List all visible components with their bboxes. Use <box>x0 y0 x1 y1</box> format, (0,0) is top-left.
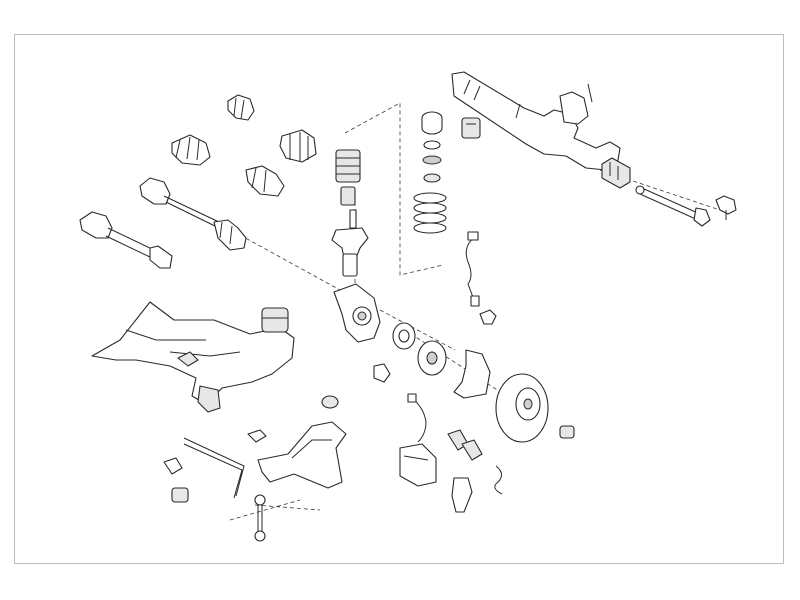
cv-boot-inner <box>171 134 211 166</box>
subframe-mount <box>261 307 289 333</box>
stabilizer-bushing <box>163 457 189 503</box>
brake-disc <box>495 373 549 443</box>
sway-bar-link <box>254 494 266 542</box>
wheel-bearing <box>392 322 416 350</box>
cv-boot-outer <box>279 129 317 163</box>
spring-seat <box>423 173 441 183</box>
strut-bearing <box>422 140 442 165</box>
coil-spring <box>413 192 447 234</box>
diagram-frame <box>14 34 784 564</box>
pad-wear-spring <box>494 465 503 495</box>
strut-top-mount <box>421 111 443 135</box>
cv-joint-boot-small <box>227 94 255 121</box>
sway-bar-bushing <box>461 117 481 139</box>
caliper-bracket <box>451 477 473 513</box>
shock-absorber <box>331 209 369 277</box>
strut-dust-cover <box>335 149 361 183</box>
drive-shaft-right <box>139 177 247 251</box>
stabilizer-clamp <box>247 429 267 443</box>
brake-hose <box>407 393 427 443</box>
tie-rod-inner <box>601 157 631 189</box>
steering-knuckle <box>333 283 381 343</box>
control-arm <box>257 421 347 489</box>
tie-rod-end <box>715 195 737 220</box>
steering-rack <box>451 71 621 171</box>
control-arm-bushing <box>321 395 339 409</box>
subframe <box>91 301 295 413</box>
wheel-hub <box>417 340 447 376</box>
bump-stop <box>340 186 356 206</box>
drive-shaft-left <box>79 211 173 269</box>
abs-sensor <box>465 231 480 307</box>
splash-shield <box>453 349 491 399</box>
cv-joint-kit <box>245 165 285 197</box>
sway-bar <box>183 437 245 499</box>
tie-rod-outer <box>635 185 711 227</box>
ball-joint <box>373 363 391 383</box>
brake-pads <box>447 429 483 461</box>
ball-joint-screw <box>479 309 497 325</box>
brake-caliper <box>399 443 437 487</box>
hub-nut <box>559 425 575 439</box>
